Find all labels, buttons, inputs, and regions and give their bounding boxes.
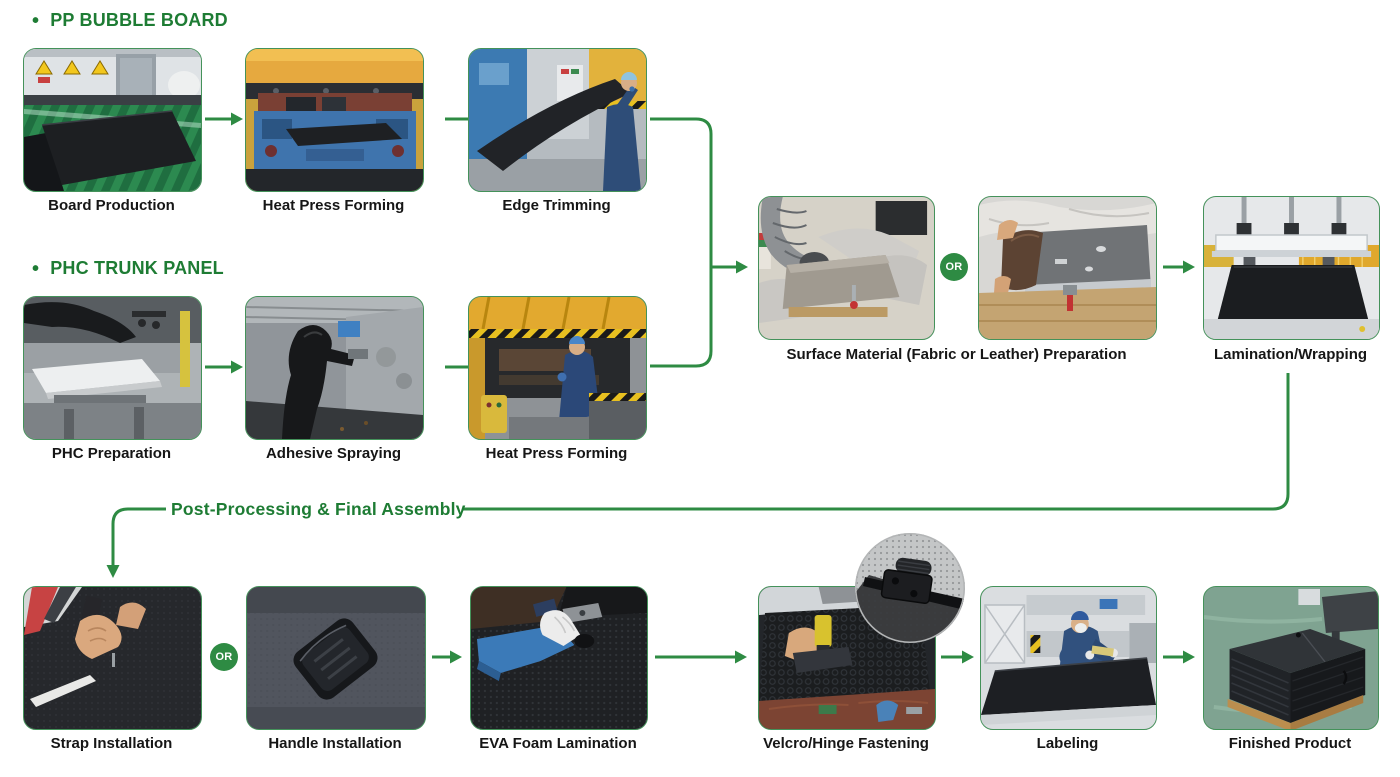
caption-heat-press-forming-pp: Heat Press Forming <box>262 197 405 214</box>
caption-adhesive-spraying: Adhesive Spraying <box>265 445 402 462</box>
caption-phc-preparation: PHC Preparation <box>51 445 172 462</box>
section-heading-pp-bubble-board: • PP BUBBLE BOARD <box>32 10 228 31</box>
hinge-detail-inset <box>855 533 965 643</box>
section-title: PP BUBBLE BOARD <box>50 10 228 30</box>
section-title: PHC TRUNK PANEL <box>50 258 224 278</box>
section-heading-post-processing: Post-Processing & Final Assembly <box>171 499 466 520</box>
merge-bracket <box>650 117 713 368</box>
caption-finished-product: Finished Product <box>1228 735 1352 752</box>
photo-heat-press-forming-phc <box>468 296 647 440</box>
photo-lamination-wrapping <box>1203 196 1380 340</box>
or-badge-strap-handle: OR <box>210 643 238 671</box>
caption-eva-foam-lamination: EVA Foam Lamination <box>479 735 637 752</box>
or-label: OR <box>215 651 233 663</box>
caption-board-production: Board Production <box>48 197 175 214</box>
connector-lamination-to-post <box>463 373 1290 511</box>
caption-edge-trimming: Edge Trimming <box>502 197 611 214</box>
section-title: Post-Processing & Final Assembly <box>171 499 466 519</box>
photo-surface-material-fabric <box>758 196 935 340</box>
bullet-icon: • <box>32 9 40 32</box>
photo-heat-press-forming-pp <box>245 48 424 192</box>
photo-labeling <box>980 586 1157 730</box>
photo-velcro-hinge-fastening <box>758 586 936 730</box>
photo-edge-trimming <box>468 48 647 192</box>
or-label: OR <box>945 261 963 273</box>
photo-board-production <box>23 48 202 192</box>
photo-handle-installation <box>246 586 426 730</box>
section-heading-phc-trunk-panel: • PHC TRUNK PANEL <box>32 258 224 279</box>
caption-handle-installation: Handle Installation <box>268 735 402 752</box>
caption-strap-installation: Strap Installation <box>50 735 173 752</box>
or-badge-surface: OR <box>940 253 968 281</box>
photo-strap-installation <box>23 586 202 730</box>
photo-adhesive-spraying <box>245 296 424 440</box>
caption-heat-press-forming-phc: Heat Press Forming <box>485 445 628 462</box>
photo-surface-material-leather <box>978 196 1157 340</box>
caption-velcro-hinge-fastening: Velcro/Hinge Fastening <box>763 735 929 752</box>
photo-phc-preparation <box>23 296 202 440</box>
caption-lamination-wrapping: Lamination/Wrapping <box>1213 346 1368 363</box>
caption-labeling: Labeling <box>1036 735 1099 752</box>
bullet-icon: • <box>32 257 40 280</box>
photo-eva-foam-lamination <box>470 586 648 730</box>
caption-surface-material: Surface Material (Fabric or Leather) Pre… <box>786 346 1127 363</box>
connector-post-to-strap <box>111 507 166 565</box>
photo-finished-product <box>1203 586 1379 730</box>
